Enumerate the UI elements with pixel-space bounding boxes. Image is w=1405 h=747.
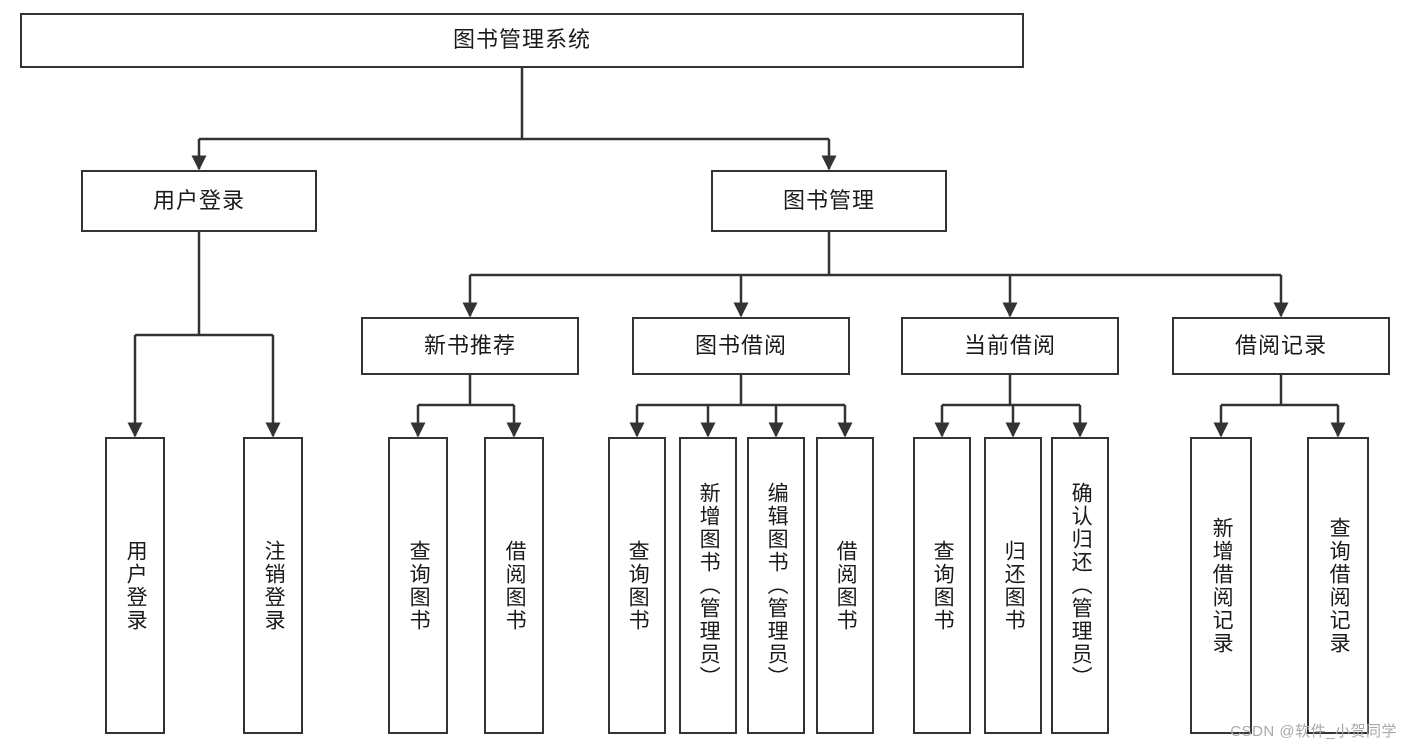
- node-label: 图书管理系统: [452, 27, 591, 53]
- node-label: 借阅记录: [1234, 332, 1327, 358]
- node-label: 归还图书: [1002, 539, 1026, 632]
- node-label: 查询借阅记录: [1327, 516, 1351, 655]
- node-leaf-nbr-query[interactable]: 查询图书: [388, 437, 448, 734]
- node-new-book-rec[interactable]: 新书推荐: [361, 317, 579, 375]
- node-label: 注销登录: [262, 539, 286, 632]
- node-label: 图书管理: [782, 187, 875, 213]
- watermark: CSDN @软件_小贺同学: [1230, 723, 1397, 740]
- node-book-borrow[interactable]: 图书借阅: [632, 317, 850, 375]
- node-leaf-bb-borrow[interactable]: 借阅图书: [816, 437, 874, 734]
- node-label: 新增借阅记录: [1210, 516, 1234, 655]
- node-label: 查询图书: [407, 539, 431, 632]
- node-leaf-nbr-borrow[interactable]: 借阅图书: [484, 437, 544, 734]
- node-leaf-cb-confirm[interactable]: 确认归还（管理员）: [1051, 437, 1109, 734]
- node-label: 图书借阅: [694, 332, 787, 358]
- node-current-borrow[interactable]: 当前借阅: [901, 317, 1119, 375]
- node-label: 借阅图书: [834, 539, 858, 632]
- node-label: 新增图书（管理员）: [697, 482, 721, 689]
- node-label: 编辑图书（管理员）: [765, 482, 789, 689]
- node-leaf-bb-add[interactable]: 新增图书（管理员）: [679, 437, 737, 734]
- node-user-login[interactable]: 用户登录: [81, 170, 317, 232]
- node-label: 确认归还（管理员）: [1069, 482, 1093, 689]
- node-leaf-user-logout[interactable]: 注销登录: [243, 437, 303, 734]
- node-leaf-br-query[interactable]: 查询借阅记录: [1307, 437, 1369, 734]
- node-leaf-user-login[interactable]: 用户登录: [105, 437, 165, 734]
- node-book-manage[interactable]: 图书管理: [711, 170, 947, 232]
- node-leaf-bb-query[interactable]: 查询图书: [608, 437, 666, 734]
- node-label: 查询图书: [931, 539, 955, 632]
- node-leaf-cb-query[interactable]: 查询图书: [913, 437, 971, 734]
- node-borrow-record[interactable]: 借阅记录: [1172, 317, 1390, 375]
- node-leaf-br-add[interactable]: 新增借阅记录: [1190, 437, 1252, 734]
- node-label: 用户登录: [124, 539, 148, 632]
- node-label: 查询图书: [626, 539, 650, 632]
- node-label: 借阅图书: [503, 539, 527, 632]
- node-leaf-cb-return[interactable]: 归还图书: [984, 437, 1042, 734]
- node-root[interactable]: 图书管理系统: [20, 13, 1024, 68]
- node-label: 用户登录: [152, 187, 245, 213]
- node-leaf-bb-edit[interactable]: 编辑图书（管理员）: [747, 437, 805, 734]
- node-label: 当前借阅: [963, 332, 1056, 358]
- node-label: 新书推荐: [423, 332, 516, 358]
